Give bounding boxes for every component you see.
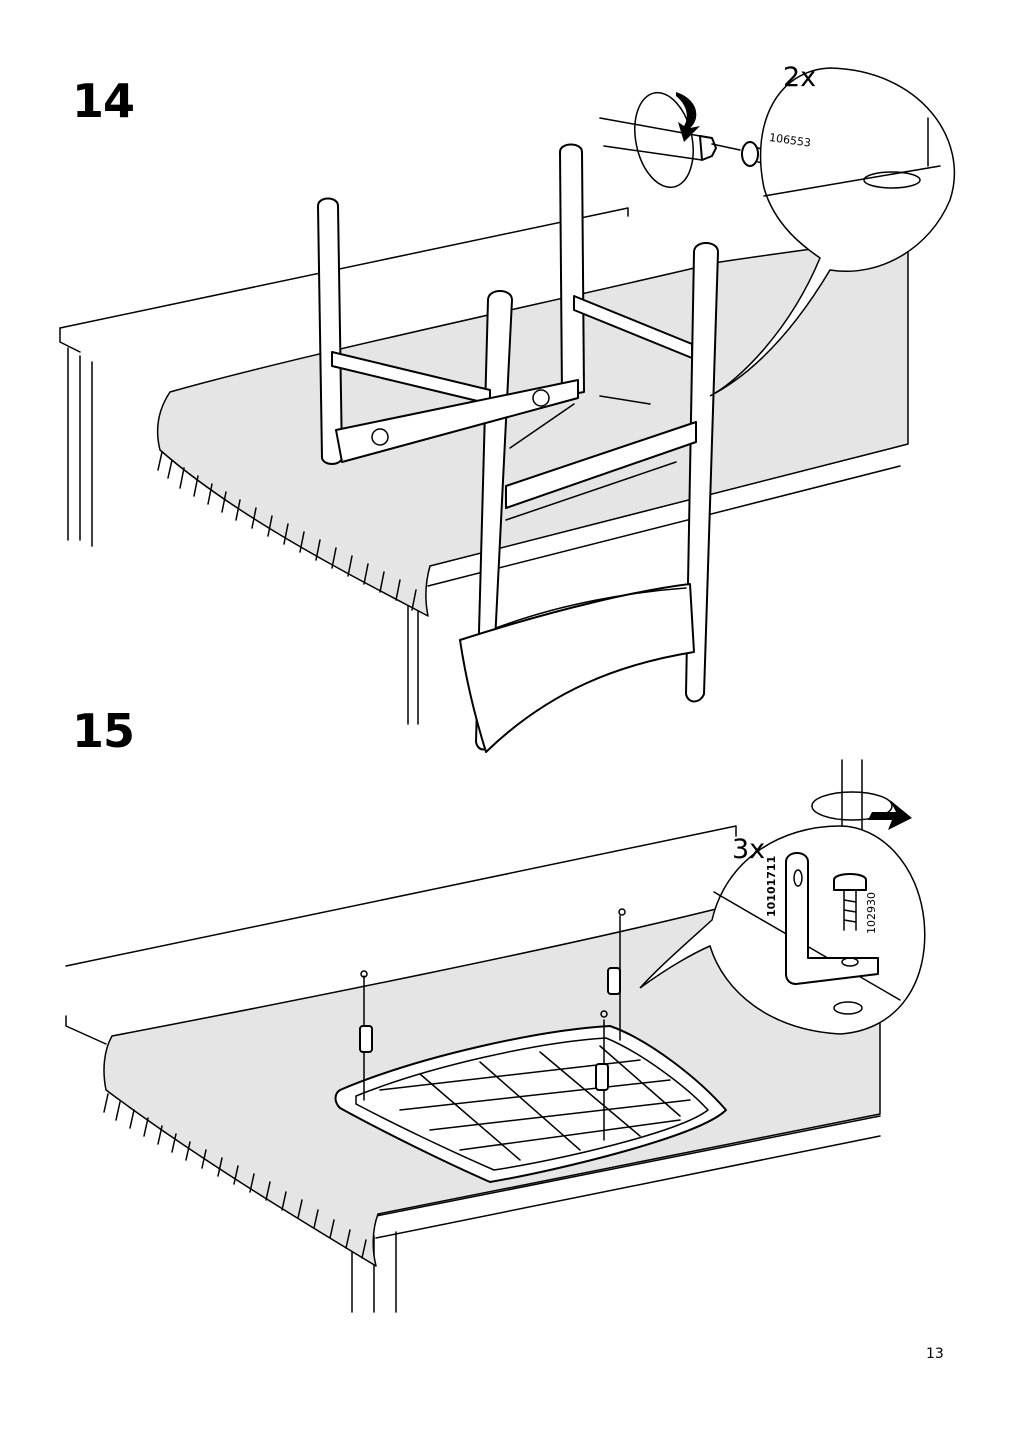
detail-bubble-15 [639, 825, 926, 1035]
screwdriver-icon [599, 117, 741, 161]
step-14-quantity: 2x [783, 62, 817, 93]
page-number: 13 [926, 1346, 944, 1362]
step-15-quantity: 3x [732, 834, 766, 865]
table-15 [65, 825, 881, 1313]
chair-14 [317, 143, 719, 753]
step-14-number: 14 [72, 74, 135, 128]
part-number-10101711: 10101711 [765, 855, 778, 917]
step-15-number: 15 [72, 704, 135, 758]
part-number-102930: 102930 [865, 892, 878, 934]
clockwise-arrow-icon [811, 791, 912, 830]
clockwise-arrow-icon [634, 91, 700, 189]
step-14-illustration [59, 67, 956, 753]
tablecloth-14 [157, 235, 909, 617]
seat-frame-15 [334, 908, 727, 1183]
detail-bubble-14 [709, 67, 956, 397]
